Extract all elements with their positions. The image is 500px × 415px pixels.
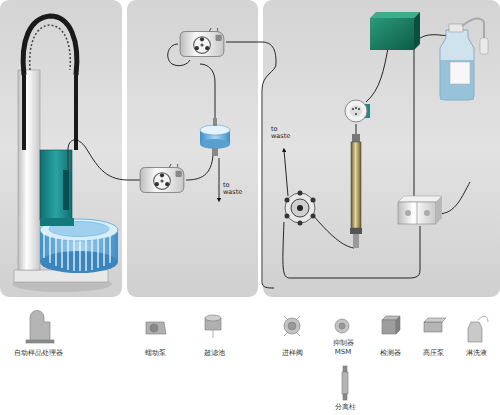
peristaltic-pump — [180, 27, 224, 56]
legend-item: 检测器 — [370, 349, 410, 358]
legend-text: 分离柱 — [335, 403, 356, 411]
injection-valve — [285, 191, 316, 226]
ultrafiltration-cell — [200, 118, 230, 156]
legend-icons — [26, 311, 488, 401]
panel — [127, 0, 258, 297]
peristaltic-pump — [140, 163, 184, 192]
legend-item: 淋洗液 — [456, 349, 496, 358]
panel — [0, 0, 122, 297]
detector — [370, 12, 420, 50]
legend-text: 检测器 — [380, 349, 401, 357]
high-pressure-pump — [398, 196, 442, 224]
waste-label: to waste — [271, 126, 295, 140]
legend-item: 分离柱 — [325, 403, 365, 412]
tubing — [68, 35, 470, 288]
eluent-bottle — [440, 19, 488, 100]
legend-text: 自动样品处理器 — [14, 349, 63, 357]
legend-item: 高压泵 — [413, 349, 453, 358]
panel — [263, 0, 500, 297]
legend-text: 抑制器 MSM — [333, 339, 354, 356]
legend-item: 超滤池 — [194, 349, 234, 358]
legend-text: 高压泵 — [423, 349, 444, 357]
legend-text: 淋洗液 — [466, 349, 487, 357]
legend-item: 蠕动泵 — [135, 349, 175, 358]
legend-text: 蠕动泵 — [145, 349, 166, 357]
suppressor — [345, 100, 370, 122]
legend-text: 超滤池 — [204, 349, 225, 357]
autosampler — [12, 16, 118, 292]
legend-item: 自动样品处理器 — [3, 349, 73, 358]
legend-item: 抑制器 MSM — [329, 339, 357, 357]
waste-label: to waste — [223, 182, 247, 196]
legend-item: 进样阀 — [272, 349, 312, 358]
separation-column — [350, 134, 362, 248]
legend-text: 进样阀 — [282, 349, 303, 357]
